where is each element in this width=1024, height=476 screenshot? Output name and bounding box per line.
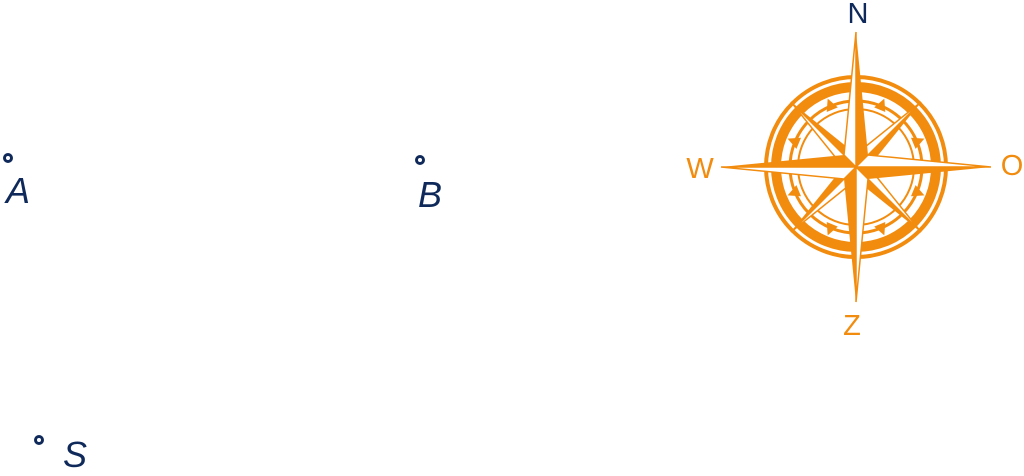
compass-east-label: O — [1001, 150, 1024, 182]
point-s-label: S — [63, 434, 88, 475]
compass-rose-icon: N W O Z — [686, 0, 1024, 342]
point-s-marker — [34, 435, 44, 445]
compass-north-label: N — [848, 0, 869, 30]
point-b-label: B — [418, 174, 443, 215]
point-a-marker — [3, 153, 13, 163]
point-b-marker — [415, 155, 425, 165]
compass-south-label: Z — [843, 310, 861, 342]
point-a-label: A — [6, 170, 31, 211]
compass-west-label: W — [686, 153, 714, 185]
